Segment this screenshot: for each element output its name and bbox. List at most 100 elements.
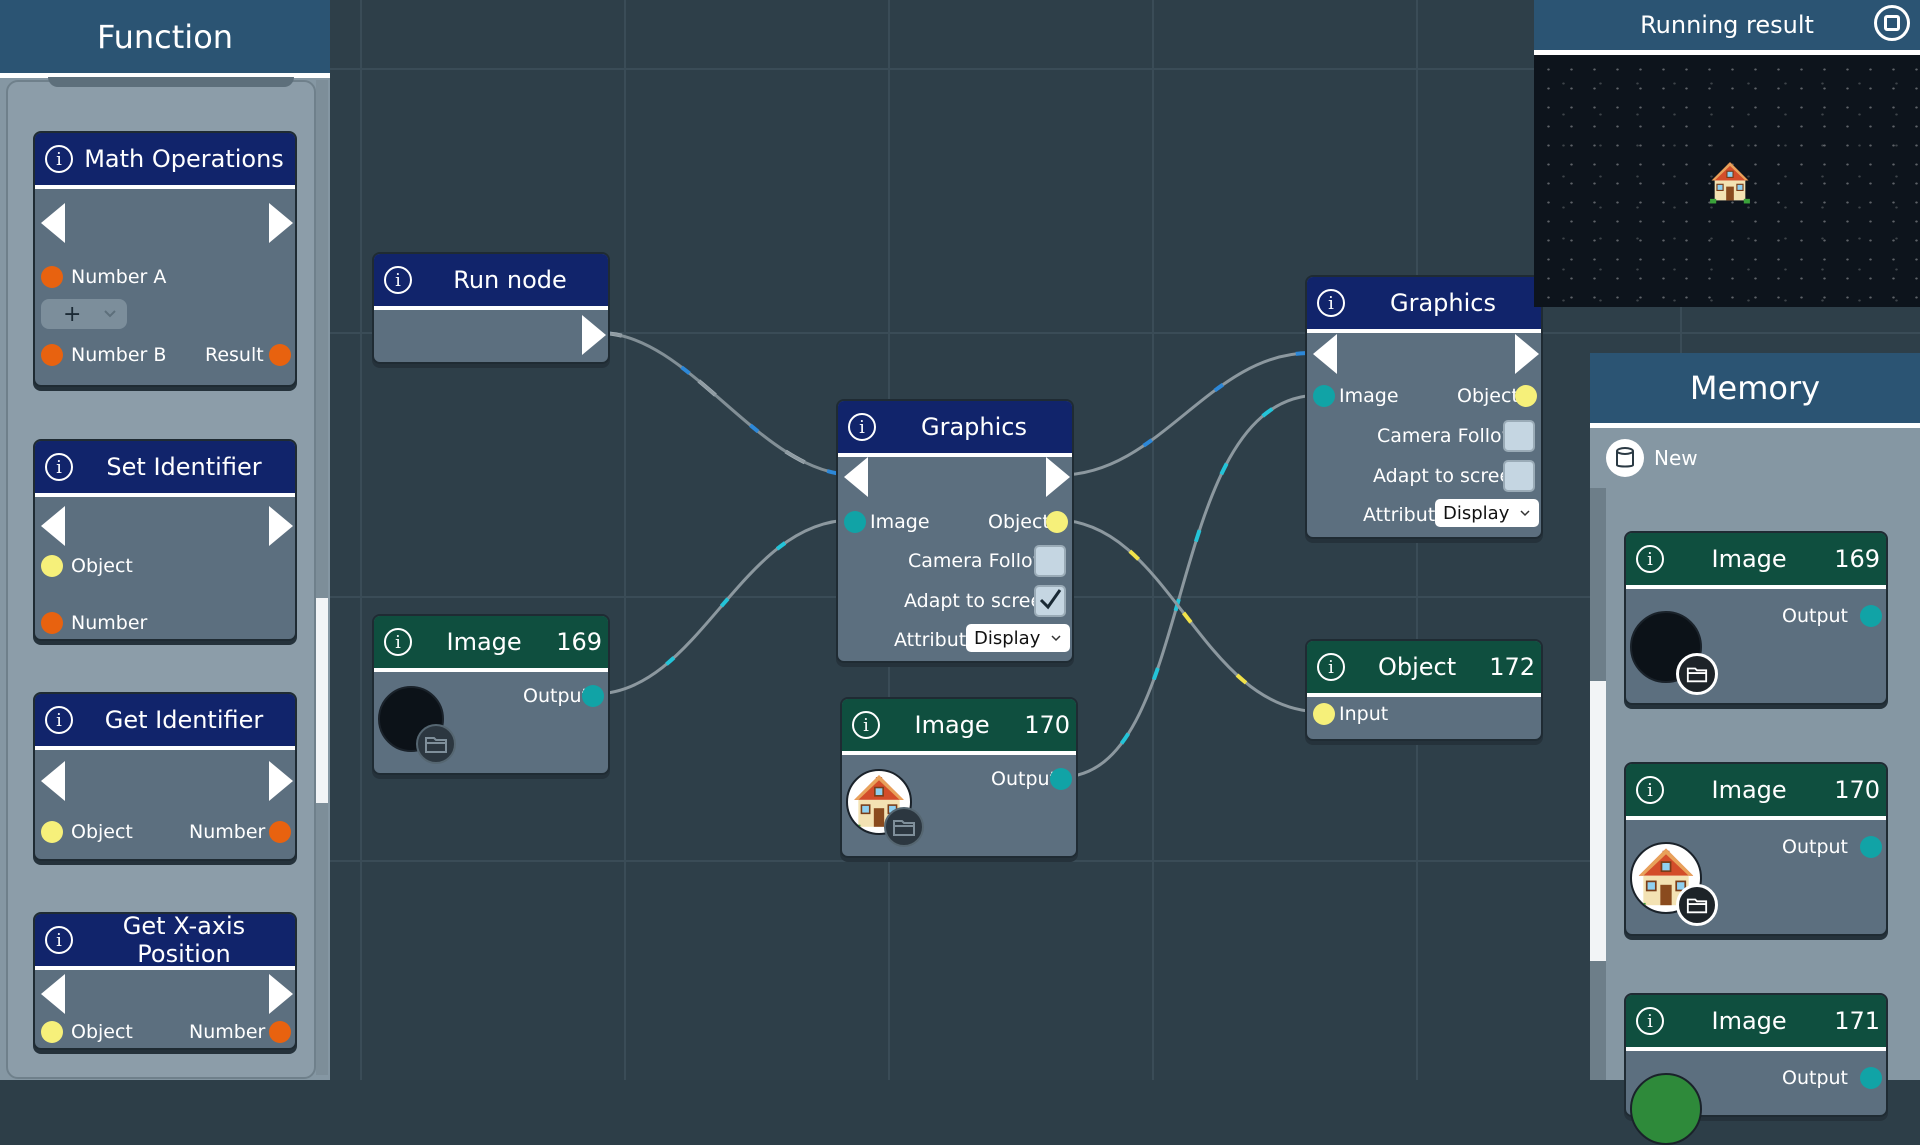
port-number-b[interactable] — [41, 344, 63, 366]
port-output[interactable] — [1860, 605, 1882, 627]
folder-icon[interactable] — [884, 807, 924, 847]
attribute-select[interactable]: Display — [966, 624, 1071, 652]
port-output[interactable] — [1050, 768, 1072, 790]
arrow-left-icon[interactable] — [41, 506, 65, 546]
port-input[interactable] — [1313, 703, 1335, 725]
info-icon[interactable]: i — [45, 926, 73, 954]
port-object[interactable] — [41, 821, 63, 843]
function-scrollbar-track[interactable] — [316, 80, 328, 1075]
node-object-172[interactable]: i Object 172 Input — [1305, 639, 1543, 741]
memory-new-button[interactable]: New — [1590, 428, 1920, 488]
port-label: Number A — [71, 266, 167, 288]
memory-panel: Memory New i Image 169 Output i Image 17… — [1590, 353, 1920, 1145]
camera-follow-checkbox[interactable] — [1503, 420, 1535, 452]
port-label: Output — [1782, 1067, 1848, 1089]
function-list-item-partial — [48, 77, 294, 87]
port-label: Output — [991, 768, 1057, 790]
function-panel-title: Function — [0, 0, 330, 78]
fn-node-get-identifier[interactable]: i Get Identifier Object Number — [33, 692, 297, 861]
arrow-left-icon[interactable] — [41, 203, 65, 243]
info-icon[interactable]: i — [848, 413, 876, 441]
arrow-left-icon[interactable] — [41, 974, 65, 1014]
info-icon[interactable]: i — [852, 711, 880, 739]
port-number[interactable] — [41, 612, 63, 634]
arrow-right-icon[interactable] — [269, 974, 293, 1014]
arrow-right-icon[interactable] — [1046, 457, 1070, 497]
database-icon — [1606, 439, 1644, 477]
info-icon[interactable]: i — [45, 145, 73, 173]
game-viewport[interactable] — [1534, 55, 1920, 307]
info-icon[interactable]: i — [1636, 1007, 1664, 1035]
checkbox-label: Camera Follow — [908, 550, 1049, 572]
port-number[interactable] — [269, 1021, 291, 1043]
attribute-value: Display — [1443, 502, 1510, 524]
fn-node-set-identifier[interactable]: i Set Identifier Object Number — [33, 439, 297, 641]
node-graphics-main[interactable]: i Graphics Image Object Camera Follow Ad… — [836, 399, 1074, 663]
port-output[interactable] — [1860, 1067, 1882, 1089]
node-title: Image — [1711, 1007, 1787, 1035]
info-icon[interactable]: i — [384, 628, 412, 656]
info-icon[interactable]: i — [384, 266, 412, 294]
folder-icon[interactable] — [1676, 884, 1718, 926]
port-output[interactable] — [1860, 836, 1882, 858]
fn-node-math-operations[interactable]: i Math Operations Number A + Number B Re… — [33, 131, 297, 387]
port-number-a[interactable] — [41, 266, 63, 288]
node-title: Get Identifier — [104, 706, 264, 734]
arrow-left-icon[interactable] — [41, 761, 65, 801]
port-object[interactable] — [41, 1021, 63, 1043]
arrow-left-icon[interactable] — [844, 457, 868, 497]
info-icon[interactable]: i — [1636, 776, 1664, 804]
memory-item-image-170[interactable]: i Image 170 Output — [1624, 762, 1888, 936]
arrow-right-icon[interactable] — [269, 761, 293, 801]
port-object[interactable] — [1046, 511, 1068, 533]
port-object[interactable] — [1515, 385, 1537, 407]
wire-image170-to-graphics — [1060, 393, 1321, 779]
stop-button[interactable] — [1874, 5, 1910, 41]
node-image-170[interactable]: i Image 170 Output — [840, 697, 1078, 858]
node-title: Image — [914, 711, 990, 739]
chevron-down-icon — [1520, 510, 1530, 517]
node-id: 171 — [1834, 1007, 1880, 1035]
port-object[interactable] — [41, 555, 63, 577]
function-scrollbar-thumb[interactable] — [316, 598, 328, 803]
folder-icon[interactable] — [1676, 653, 1718, 695]
checkbox-label: Adapt to screen — [904, 590, 1055, 612]
info-icon[interactable]: i — [1317, 289, 1345, 317]
node-image-169[interactable]: i Image 169 Output — [372, 614, 610, 775]
memory-item-image-171[interactable]: i Image 171 Output — [1624, 993, 1888, 1145]
arrow-right-icon[interactable] — [269, 203, 293, 243]
arrow-right-icon[interactable] — [582, 315, 606, 355]
adapt-to-screen-checkbox[interactable] — [1034, 585, 1066, 617]
checkmark-icon — [1039, 589, 1062, 610]
info-icon[interactable]: i — [1317, 653, 1345, 681]
arrow-left-icon[interactable] — [1313, 334, 1337, 374]
node-graphics-right[interactable]: i Graphics Image Object Camera Follow Ad… — [1305, 275, 1543, 539]
node-id: 172 — [1489, 653, 1535, 681]
memory-scrollbar-thumb[interactable] — [1590, 681, 1606, 961]
attribute-label: Attribute — [1363, 504, 1447, 526]
folder-icon[interactable] — [416, 724, 456, 764]
connection-wires — [593, 331, 1323, 779]
info-icon[interactable]: i — [45, 706, 73, 734]
port-image[interactable] — [1313, 385, 1335, 407]
port-output[interactable] — [582, 685, 604, 707]
info-icon[interactable]: i — [1636, 545, 1664, 573]
adapt-to-screen-checkbox[interactable] — [1503, 460, 1535, 492]
wire-image169-to-graphics — [593, 518, 853, 696]
add-input-button[interactable]: + — [41, 299, 127, 329]
fn-node-get-x-position[interactable]: i Get X-axis Position Object Number — [33, 912, 297, 1050]
node-run[interactable]: i Run node — [372, 252, 610, 364]
node-id: 170 — [1834, 776, 1880, 804]
port-number[interactable] — [269, 821, 291, 843]
info-icon[interactable]: i — [45, 453, 73, 481]
attribute-select[interactable]: Display — [1435, 499, 1540, 527]
camera-follow-checkbox[interactable] — [1034, 545, 1066, 577]
memory-item-image-169[interactable]: i Image 169 Output — [1624, 531, 1888, 705]
chevron-down-icon — [1051, 635, 1061, 642]
port-image[interactable] — [844, 511, 866, 533]
port-result[interactable] — [269, 344, 291, 366]
arrow-right-icon[interactable] — [1515, 334, 1539, 374]
node-id: 170 — [1024, 711, 1070, 739]
arrow-right-icon[interactable] — [269, 506, 293, 546]
memory-new-label: New — [1654, 446, 1698, 470]
